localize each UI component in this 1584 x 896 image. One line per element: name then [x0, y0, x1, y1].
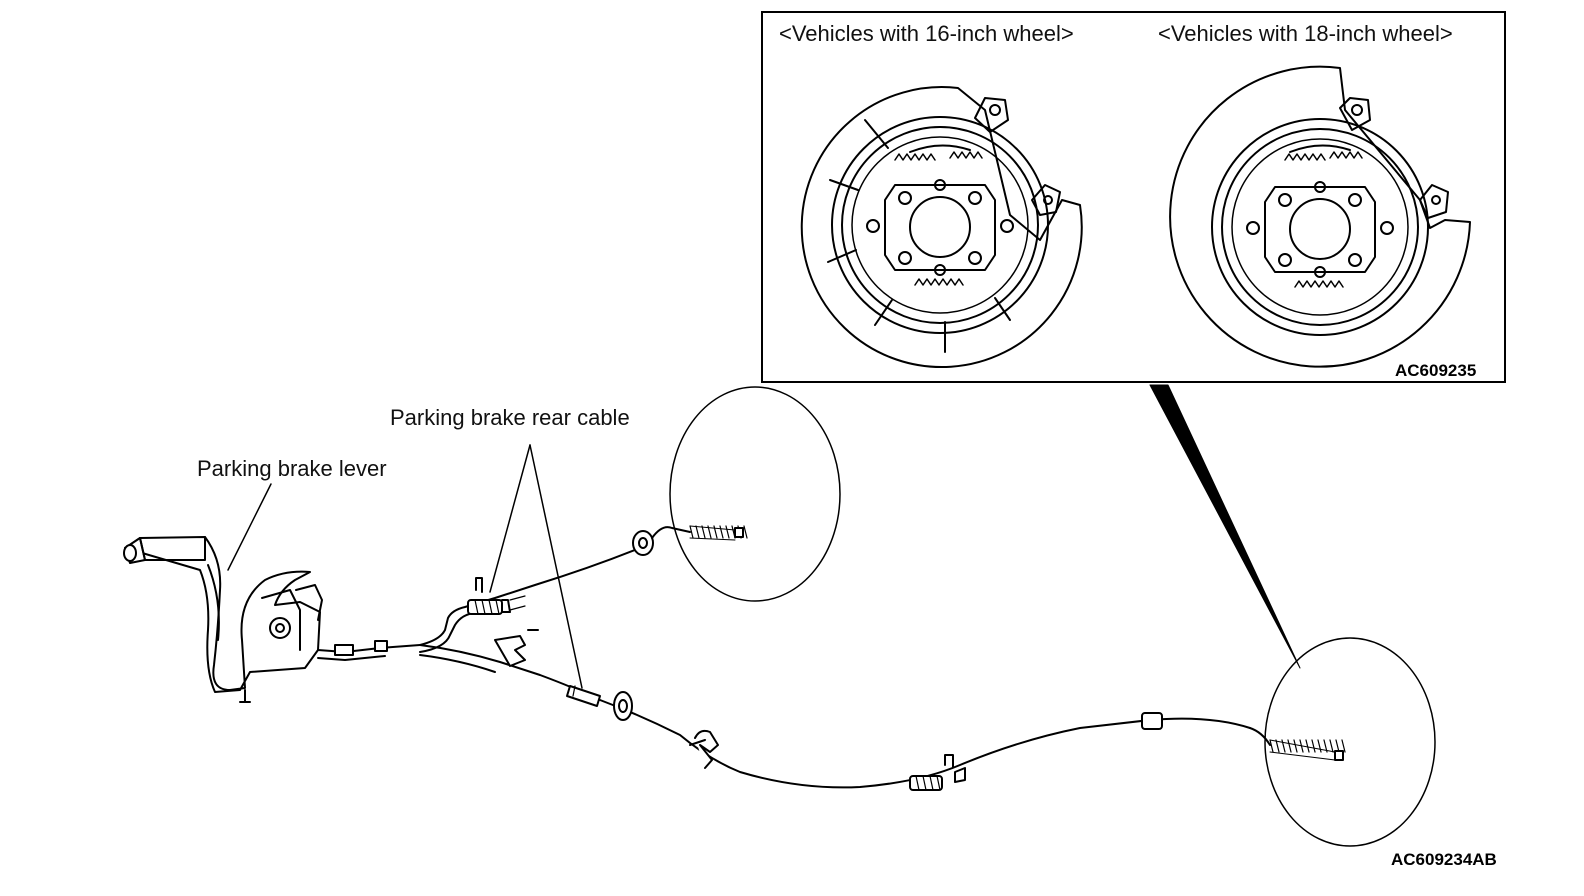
leader-cable-2 — [529, 444, 583, 689]
inset-figure-code: AC609235 — [1395, 361, 1477, 380]
label-parking-brake-lever: Parking brake lever — [197, 456, 387, 481]
backing-plate-16-inch — [800, 86, 1083, 369]
inset-title-16-inch: <Vehicles with 16-inch wheel> — [779, 21, 1074, 46]
figure-code: AC609234AB — [1391, 850, 1497, 869]
inset-title-18-inch: <Vehicles with 18-inch wheel> — [1158, 21, 1453, 46]
callout-pointer — [1149, 384, 1301, 669]
parking-brake-lever — [123, 536, 323, 703]
detail-circle-left — [669, 386, 841, 602]
leader-cable-1 — [489, 444, 531, 593]
parking-brake-rear-cable — [317, 525, 1346, 791]
detail-circle-right — [1264, 637, 1436, 847]
backing-plate-18-inch — [1169, 65, 1471, 368]
wheel-variants-inset — [761, 11, 1506, 383]
leader-lever — [227, 483, 272, 571]
label-parking-brake-rear-cable: Parking brake rear cable — [390, 405, 630, 430]
